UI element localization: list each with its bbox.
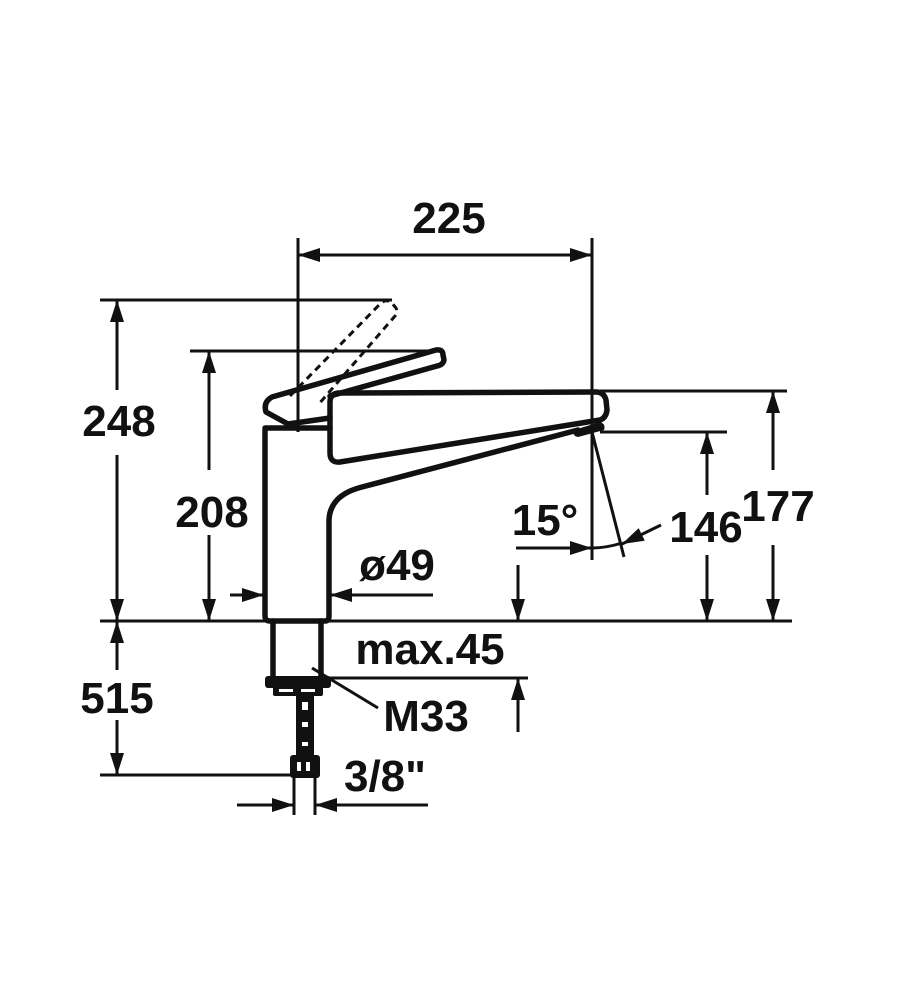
faucet-spout xyxy=(327,389,610,465)
dimension-height-closed: 208 xyxy=(175,349,440,621)
dim-diameter-label: ø49 xyxy=(359,541,435,590)
dimension-body-diameter: ø49 xyxy=(230,541,435,602)
dimension-thread: M33 xyxy=(311,666,469,741)
lever-raised xyxy=(288,299,399,406)
shank xyxy=(270,618,324,681)
aerator xyxy=(573,422,605,437)
dimension-swivel-angle: 15° xyxy=(512,431,662,558)
dimension-aerator-height: 146 xyxy=(600,430,743,621)
nut xyxy=(265,676,331,688)
faucet xyxy=(262,299,610,778)
dim-max45-label: max.45 xyxy=(355,625,504,674)
dim-208-label: 208 xyxy=(175,488,248,537)
dim-146-label: 146 xyxy=(669,503,742,552)
dimension-outlet-height: 177 xyxy=(600,389,815,621)
dimension-deck-thickness: max.45 xyxy=(330,565,528,732)
dim-177-label: 177 xyxy=(741,482,814,531)
dim-m33-label: M33 xyxy=(383,692,469,741)
dim-connection-label: 3/8" xyxy=(344,752,426,801)
lever-closed xyxy=(262,347,447,427)
faucet-body xyxy=(262,427,581,624)
dimension-connection: 3/8" xyxy=(237,752,428,815)
dim-angle-label: 15° xyxy=(512,496,579,545)
dim-reach-label: 225 xyxy=(412,194,485,243)
dim-248-label: 248 xyxy=(82,397,155,446)
dimension-height-raised: 248 xyxy=(82,298,392,621)
dimension-reach: 225 xyxy=(296,194,594,560)
dimension-hose-length: 515 xyxy=(80,621,296,777)
dim-515-label: 515 xyxy=(80,674,153,723)
hose-fitting xyxy=(290,755,320,778)
